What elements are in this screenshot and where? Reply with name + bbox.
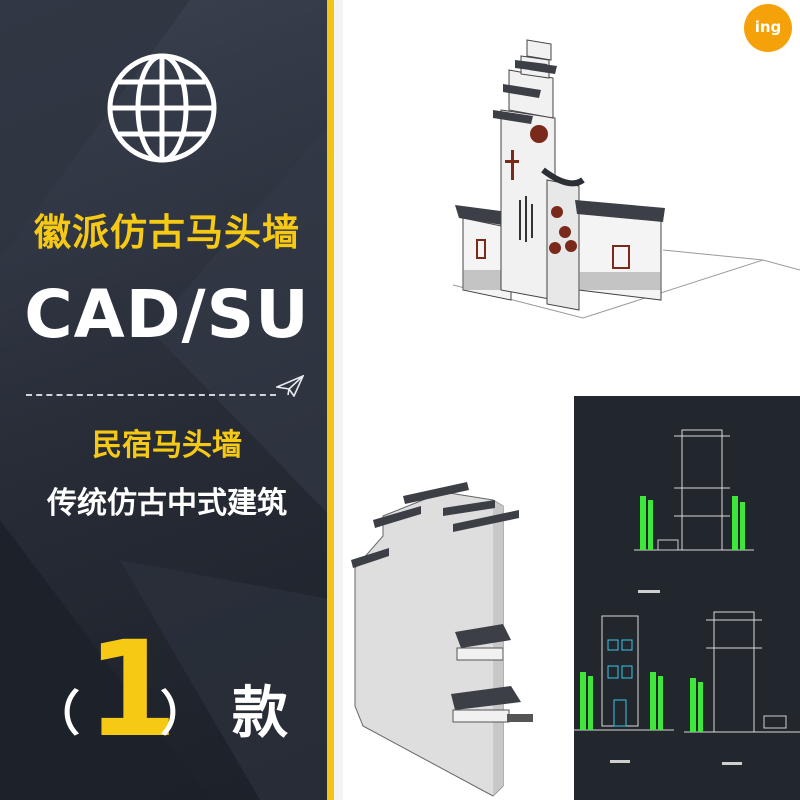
cad-elevation-drawing — [574, 396, 800, 800]
model-render-wall — [343, 396, 574, 800]
paren-close: ） — [160, 686, 209, 742]
status-badge: ing — [744, 4, 792, 52]
horse-head-wall-illustration — [351, 482, 533, 797]
title-line-2: CAD/SU — [24, 276, 310, 353]
model-render-gate — [343, 0, 800, 396]
promo-banner: 徽派仿古马头墙 CAD/SU 民宿马头墙 传统仿古中式建筑 （ 1 ） 款 — [0, 0, 334, 800]
subtitle-line-1: 民宿马头墙 — [92, 428, 242, 463]
gate-wall-illustration — [452, 39, 800, 319]
cad-drawing-illustration — [574, 429, 800, 765]
count-number: 1 — [86, 613, 178, 767]
count-unit: 款 — [232, 681, 288, 746]
globe-icon — [107, 53, 217, 163]
panel-divider — [334, 0, 343, 800]
paper-plane-icon — [276, 375, 304, 397]
subtitle-line-2: 传统仿古中式建筑 — [47, 486, 287, 521]
background-pattern — [0, 0, 334, 800]
count-label: （ 1 ） 款 — [0, 624, 334, 770]
dashed-divider — [26, 394, 276, 396]
title-line-1: 徽派仿古马头墙 — [34, 211, 300, 254]
yellow-stripe — [327, 0, 334, 800]
paren-open: （ — [32, 686, 81, 742]
